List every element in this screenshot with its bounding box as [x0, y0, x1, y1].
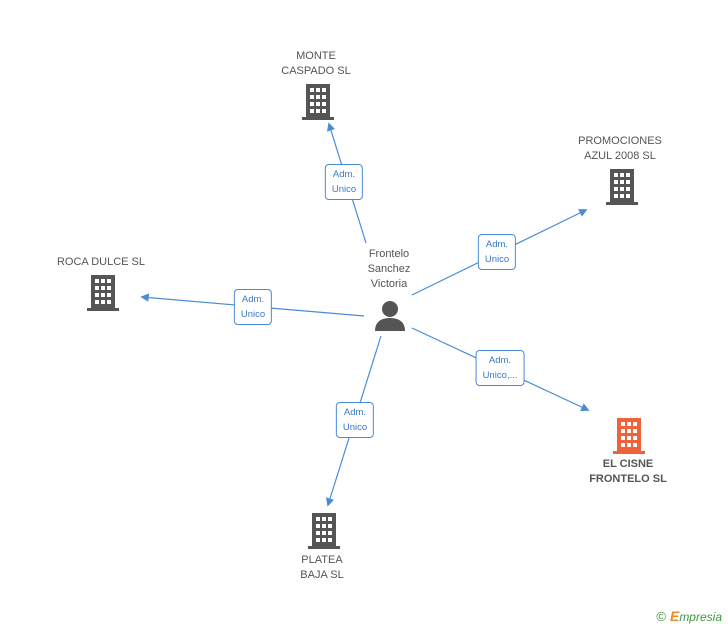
company-label-roca[interactable]: ROCA DULCE SL	[57, 255, 145, 270]
person-name-line: Victoria	[370, 278, 408, 290]
company-label-line: EL CISNE	[602, 458, 654, 470]
company-label-platea[interactable]: PLATEA BAJA SL	[300, 553, 343, 583]
company-label-line: PLATEA	[301, 554, 343, 566]
edge-badge-line: Unico	[331, 184, 357, 195]
building-icon[interactable]	[606, 169, 638, 205]
person-icon[interactable]	[373, 300, 407, 332]
company-label-line: AZUL 2008 SL	[584, 150, 656, 162]
company-label-line: BAJA SL	[300, 569, 344, 581]
edge-badge-line: Adm.	[488, 355, 512, 366]
building-icon[interactable]	[302, 84, 334, 120]
person-name-line: Frontelo	[368, 248, 410, 260]
edge-badge-line: Unico	[484, 254, 510, 265]
person-name-line: Sanchez	[367, 263, 411, 275]
edge-badge-elcisne[interactable]: Adm. Unico,...	[475, 350, 525, 386]
company-label-line: CASPADO SL	[281, 65, 351, 77]
company-label-line: PROMOCIONES	[578, 135, 662, 147]
copyright-icon: ©	[656, 608, 666, 624]
person-name-label[interactable]: Frontelo Sanchez Victoria	[368, 247, 411, 292]
edge-badge-line: Adm.	[485, 239, 509, 250]
edge-badge-line: Adm.	[241, 294, 265, 305]
brand-logo: Empresia	[670, 608, 722, 624]
edge-badge-line: Unico	[342, 422, 368, 433]
brand-name-rest: mpresia	[679, 610, 722, 624]
edge-badge-platea[interactable]: Adm. Unico	[335, 402, 375, 438]
edge-badge-monte[interactable]: Adm. Unico	[324, 164, 364, 200]
company-label-line: ROCA DULCE SL	[56, 256, 146, 268]
brand-footer[interactable]: © Empresia	[656, 608, 722, 624]
building-icon[interactable]	[613, 418, 645, 454]
company-label-line: FRONTELO SL	[589, 473, 667, 485]
company-label-elcisne[interactable]: EL CISNE FRONTELO SL	[589, 457, 667, 487]
company-label-promociones[interactable]: PROMOCIONES AZUL 2008 SL	[578, 134, 662, 164]
edge-badge-line: Adm.	[343, 407, 367, 418]
brand-initial: E	[669, 608, 680, 624]
edge-badge-line: Unico,...	[482, 370, 518, 381]
building-icon[interactable]	[308, 513, 340, 549]
edge-badge-line: Unico	[240, 309, 266, 320]
edge-badge-line: Adm.	[332, 169, 356, 180]
edge-badge-roca[interactable]: Adm. Unico	[233, 289, 273, 325]
company-label-line: MONTE	[296, 50, 336, 62]
edge-badge-promociones[interactable]: Adm. Unico	[477, 234, 517, 270]
building-icon[interactable]	[87, 275, 119, 311]
company-label-monte[interactable]: MONTE CASPADO SL	[281, 49, 351, 79]
